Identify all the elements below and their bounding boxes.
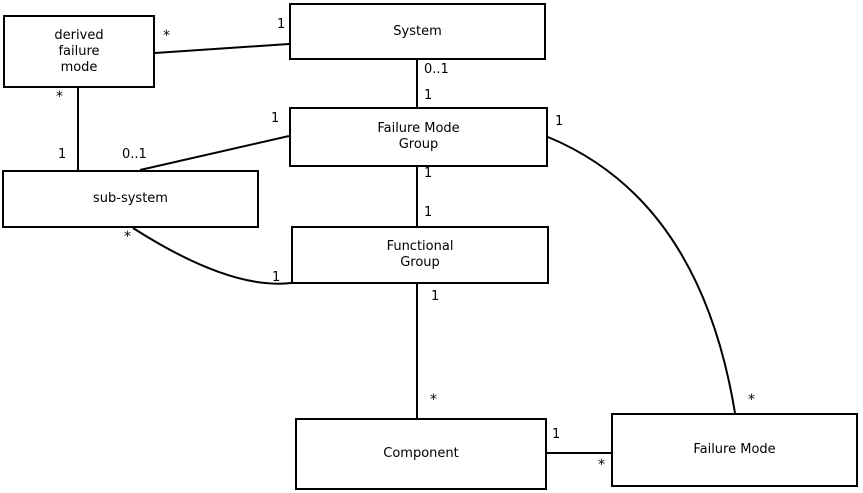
multiplicity-m-derived-sub-bottom: 1 bbox=[58, 147, 67, 162]
multiplicity-m-fm-fmg-near: * bbox=[748, 392, 755, 408]
multiplicity-m-system-fmg-top: 0..1 bbox=[424, 62, 449, 77]
class-name-failure-mode: Failure Mode bbox=[693, 442, 776, 457]
multiplicity-m-system-derived-near: 1 bbox=[277, 17, 286, 32]
class-box-component[interactable]: Component bbox=[295, 418, 547, 490]
class-box-functional-group[interactable]: Functional Group bbox=[291, 226, 549, 284]
class-name-system: System bbox=[393, 23, 442, 39]
class-name-failure-mode-group: Failure Mode Group bbox=[377, 121, 460, 152]
class-name-functional-group: Functional Group bbox=[386, 239, 454, 270]
multiplicity-m-fmg-sub-near: 1 bbox=[271, 111, 280, 126]
class-name-derived-failure-mode: derived failure mode bbox=[54, 27, 104, 75]
multiplicity-m-fmg-fg-top: 1 bbox=[424, 166, 433, 181]
multiplicity-m-fg-comp-bottom: * bbox=[430, 392, 437, 408]
multiplicity-m-sub-fg-near: * bbox=[124, 229, 131, 245]
multiplicity-m-fmg-fg-bottom: 1 bbox=[424, 205, 433, 220]
multiplicity-m-derived-system-near: * bbox=[163, 28, 170, 44]
class-name-sub-system: sub-system bbox=[93, 191, 168, 206]
edge-subsystem-to-functional-group bbox=[132, 227, 292, 285]
multiplicity-m-fg-sub-near: 1 bbox=[272, 270, 281, 285]
class-box-sub-system[interactable]: sub-system bbox=[2, 170, 259, 228]
edge-derived-to-system bbox=[154, 43, 290, 54]
multiplicity-m-derived-sub-top: * bbox=[56, 89, 63, 105]
multiplicity-m-system-fmg-bottom: 1 bbox=[424, 88, 433, 103]
multiplicity-m-fm-comp-near: * bbox=[598, 457, 605, 473]
edge-failure-mode-group-to-failure-mode bbox=[547, 136, 736, 414]
multiplicity-m-fg-comp-top: 1 bbox=[431, 289, 440, 304]
class-box-system[interactable]: System bbox=[289, 3, 546, 60]
edge-subsystem-to-failure-mode-group bbox=[139, 135, 290, 171]
class-box-failure-mode-group[interactable]: Failure Mode Group bbox=[289, 107, 548, 167]
class-name-component: Component bbox=[383, 446, 459, 461]
multiplicity-m-sub-fmg-near: 0..1 bbox=[122, 147, 147, 162]
multiplicity-m-fmg-fm-near: 1 bbox=[555, 114, 564, 129]
class-box-failure-mode[interactable]: Failure Mode bbox=[611, 413, 858, 487]
class-box-derived-failure-mode[interactable]: derived failure mode bbox=[3, 15, 155, 88]
multiplicity-m-comp-fm-near: 1 bbox=[552, 427, 561, 442]
